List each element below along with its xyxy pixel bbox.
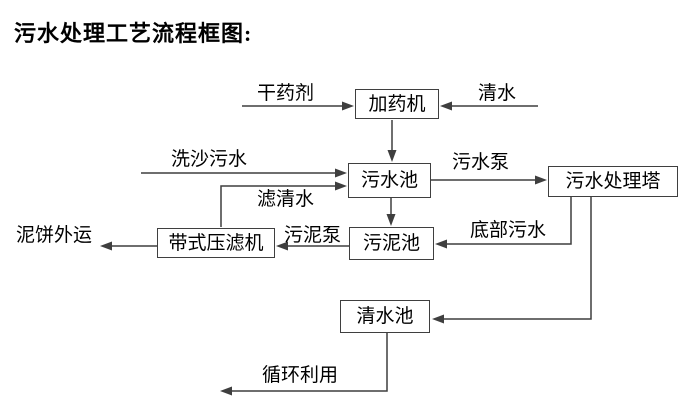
arrow-press-to-mud-cake-out xyxy=(100,241,157,251)
arrow-sludge-pump-to-press xyxy=(276,241,349,251)
node-dosing-machine: 加药机 xyxy=(355,89,439,119)
label-clear-water: 清水 xyxy=(478,83,517,104)
node-clear-water-pool: 清水池 xyxy=(340,300,430,333)
label-dry-chemical: 干药剂 xyxy=(257,83,315,104)
arrow-sewage-pump-pool-to-tower xyxy=(431,175,547,185)
label-sand-washing-sewage: 洗沙污水 xyxy=(171,149,248,170)
node-belt-filter-press: 带式压滤机 xyxy=(157,228,275,258)
label-bottom-sewage: 底部污水 xyxy=(470,220,547,241)
page-title: 污水处理工艺流程框图: xyxy=(14,21,253,46)
label-sewage-pump: 污水泵 xyxy=(452,152,510,173)
label-mud-cake-transport-out: 泥饼外运 xyxy=(16,225,93,246)
arrow-clear-pool-to-recycle xyxy=(220,333,388,396)
label-sludge-pump: 污泥泵 xyxy=(284,225,342,246)
arrow-bottom-sewage-tower-to-sludge-pool xyxy=(435,197,572,249)
arrow-tower-to-clear-water-pool xyxy=(432,197,592,324)
arrow-dry-chemical-to-dosing xyxy=(242,101,354,111)
arrow-clear-water-to-dosing xyxy=(440,101,538,111)
arrow-sewage-pool-to-sludge-pool xyxy=(386,198,396,226)
arrow-dosing-to-sewage-pool xyxy=(387,120,397,162)
node-sewage-pool: 污水池 xyxy=(348,163,431,198)
node-sewage-treatment-tower: 污水处理塔 xyxy=(548,166,678,197)
node-sludge-pool: 污泥池 xyxy=(349,227,434,260)
label-recycle-use: 循环利用 xyxy=(262,365,339,386)
arrow-filtered-water-press-to-sewage-pool xyxy=(220,181,347,227)
arrow-sand-washing-sewage-to-sewage-pool xyxy=(141,168,347,178)
label-filtered-water: 滤清水 xyxy=(257,189,315,210)
